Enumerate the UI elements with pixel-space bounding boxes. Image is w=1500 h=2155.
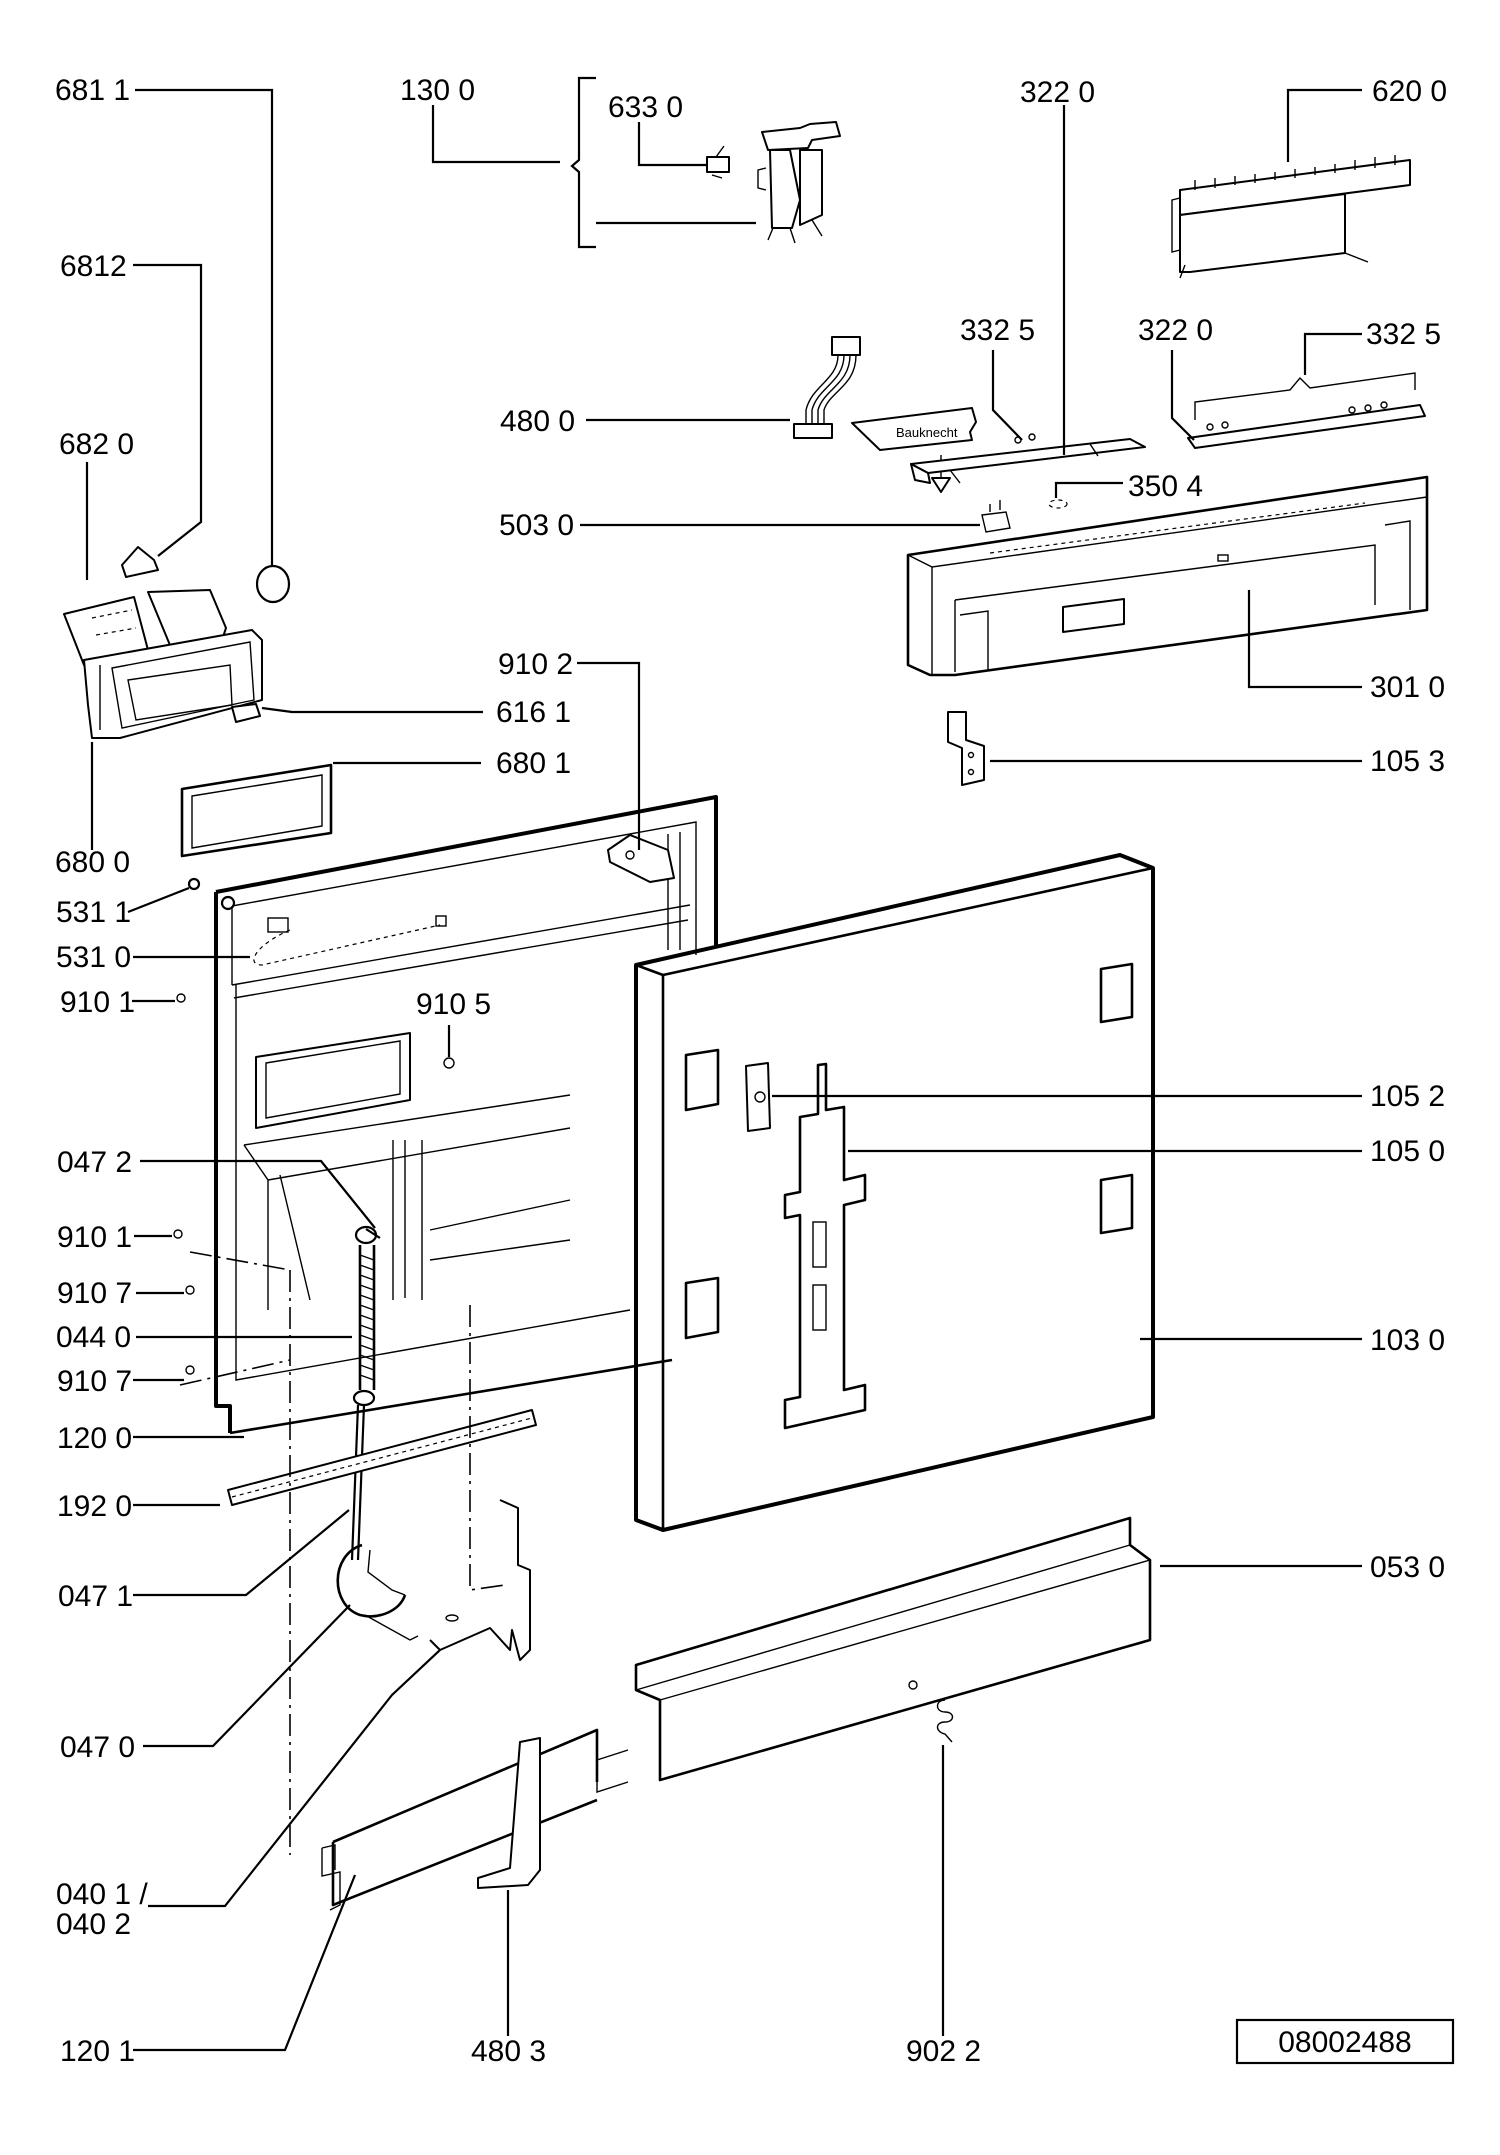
- part-130-0-assembly: [570, 76, 841, 249]
- part-labels: 681 1 130 0 633 0 322 0 620 0 6812 332 5…: [55, 74, 1447, 2068]
- part-105-3-bracket: [947, 711, 985, 786]
- label-105-3: 105 3: [1370, 745, 1445, 778]
- label-103-0: 103 0: [1370, 1324, 1445, 1357]
- brand-mark: Bauknecht: [896, 425, 958, 440]
- part-047-0-hook: [336, 1543, 419, 1641]
- label-682-0: 682 0: [59, 428, 134, 461]
- label-531-0: 531 0: [56, 941, 131, 974]
- label-910-5: 910 5: [416, 988, 491, 1021]
- part-103-0-front-door: [634, 853, 1155, 1532]
- label-120-1: 120 1: [60, 2035, 135, 2068]
- label-105-2: 105 2: [1370, 1080, 1445, 1113]
- label-680-1: 680 1: [496, 747, 571, 780]
- part-192-0-rail: [227, 1409, 537, 1506]
- label-681-1: 681 1: [55, 74, 130, 107]
- leader-lines: [85, 88, 1362, 2052]
- microswitch-633-0: [706, 156, 730, 173]
- part-910-2-hinge: [607, 834, 675, 883]
- label-680-0: 680 0: [55, 846, 130, 879]
- document-number-box: 08002488: [1235, 2018, 1455, 2065]
- part-480-3-foot: [477, 1737, 541, 1889]
- part-301-0-control-panel: [906, 475, 1429, 677]
- label-350-4: 350 4: [1128, 470, 1203, 503]
- label-910-1-b: 910 1: [57, 1221, 132, 1254]
- part-044-0-spring: [352, 1225, 381, 1407]
- label-047-2: 047 2: [57, 1146, 132, 1179]
- door-lock-mechanism: [757, 121, 841, 244]
- label-105-0: 105 0: [1370, 1135, 1445, 1168]
- label-503-0: 503 0: [499, 509, 574, 542]
- label-910-2: 910 2: [498, 648, 573, 681]
- label-633-0: 633 0: [608, 91, 683, 124]
- part-681-1-seal-ring: [255, 564, 291, 604]
- part-616-1-latch: [231, 703, 261, 723]
- label-322-0: 322 0: [1020, 76, 1095, 109]
- label-053-0: 053 0: [1370, 1551, 1445, 1584]
- document-number: 08002488: [1278, 2026, 1411, 2059]
- part-120-1-plinth: [321, 1728, 629, 1911]
- label-616-1: 616 1: [496, 696, 571, 729]
- label-044-0: 044 0: [56, 1321, 131, 1354]
- part-322-0-control-film: Bauknecht: [851, 407, 1146, 493]
- part-6812-cap: [121, 546, 159, 578]
- label-047-1: 047 1: [58, 1580, 133, 1613]
- label-910-7: 910 7: [57, 1277, 132, 1310]
- label-301-0: 301 0: [1370, 671, 1445, 704]
- label-6812: 6812: [60, 250, 127, 283]
- part-047-1-rod: [350, 1404, 366, 1561]
- part-105-0-plate: [783, 1062, 867, 1430]
- label-040-1: 040 1 /: [56, 1878, 148, 1911]
- label-120-0: 120 0: [57, 1422, 132, 1455]
- label-910-7-b: 910 7: [57, 1365, 132, 1398]
- part-680-0-dispenser: [63, 589, 263, 739]
- label-332-5: 332 5: [960, 314, 1035, 347]
- label-910-1: 910 1: [60, 986, 135, 1019]
- part-120-0-inner-door: [214, 795, 718, 1435]
- label-047-0: 047 0: [60, 1731, 135, 1764]
- part-105-2-clip: [745, 1062, 771, 1132]
- part-503-0-clip: [981, 500, 1011, 533]
- part-680-1-gasket: [180, 763, 333, 858]
- label-130-0: 130 0: [400, 74, 475, 107]
- label-322-0-right: 322 0: [1138, 314, 1213, 347]
- label-480-0: 480 0: [500, 405, 575, 438]
- part-322-0-button-panel: [1187, 372, 1426, 449]
- part-040-hinge-bracket: [429, 1499, 531, 1661]
- part-350-4: [1048, 499, 1068, 509]
- label-192-0: 192 0: [57, 1490, 132, 1523]
- part-620-0-control-module: [1171, 155, 1411, 279]
- part-053-0-kick-strip: [634, 1516, 1152, 1782]
- part-480-0-wire-harness: [793, 336, 861, 439]
- screws: [173, 877, 455, 1375]
- label-902-2: 902 2: [906, 2035, 981, 2068]
- label-620-0: 620 0: [1372, 75, 1447, 108]
- label-040-2: 040 2: [56, 1908, 131, 1941]
- label-480-3: 480 3: [471, 2035, 546, 2068]
- label-531-1: 531 1: [56, 896, 131, 929]
- label-332-5-right: 332 5: [1366, 318, 1441, 351]
